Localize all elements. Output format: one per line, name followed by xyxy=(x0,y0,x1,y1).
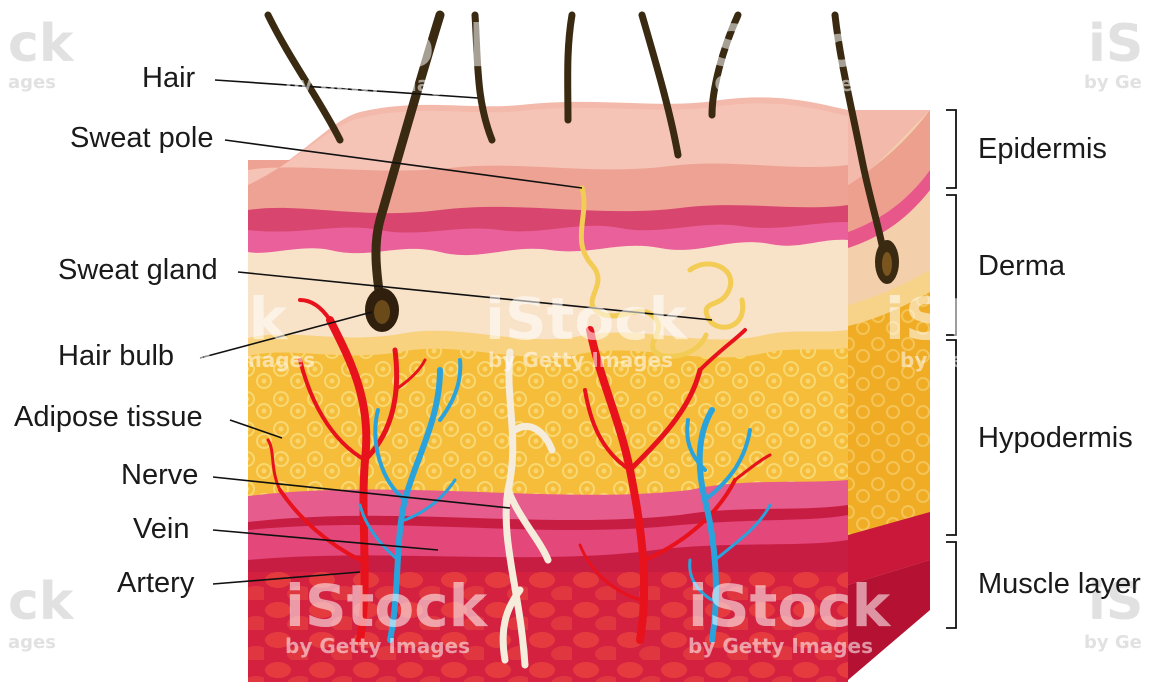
label-sweat-gland: Sweat gland xyxy=(58,256,218,285)
label-vein: Vein xyxy=(133,515,189,544)
label-nerve: Nerve xyxy=(121,461,198,490)
label-derma: Derma xyxy=(978,252,1065,281)
front-face xyxy=(248,97,930,682)
layer-brackets xyxy=(946,110,956,628)
label-artery: Artery xyxy=(117,569,194,598)
label-hypodermis: Hypodermis xyxy=(978,424,1133,453)
label-muscle-layer: Muscle layer xyxy=(978,570,1141,599)
label-hair-bulb: Hair bulb xyxy=(58,342,174,371)
muscle-cells xyxy=(248,560,848,682)
label-sweat-pole: Sweat pole xyxy=(70,124,214,153)
label-hair: Hair xyxy=(142,64,195,93)
side-face xyxy=(848,110,930,680)
label-adipose-tissue: Adipose tissue xyxy=(14,403,203,432)
label-epidermis: Epidermis xyxy=(978,135,1107,164)
